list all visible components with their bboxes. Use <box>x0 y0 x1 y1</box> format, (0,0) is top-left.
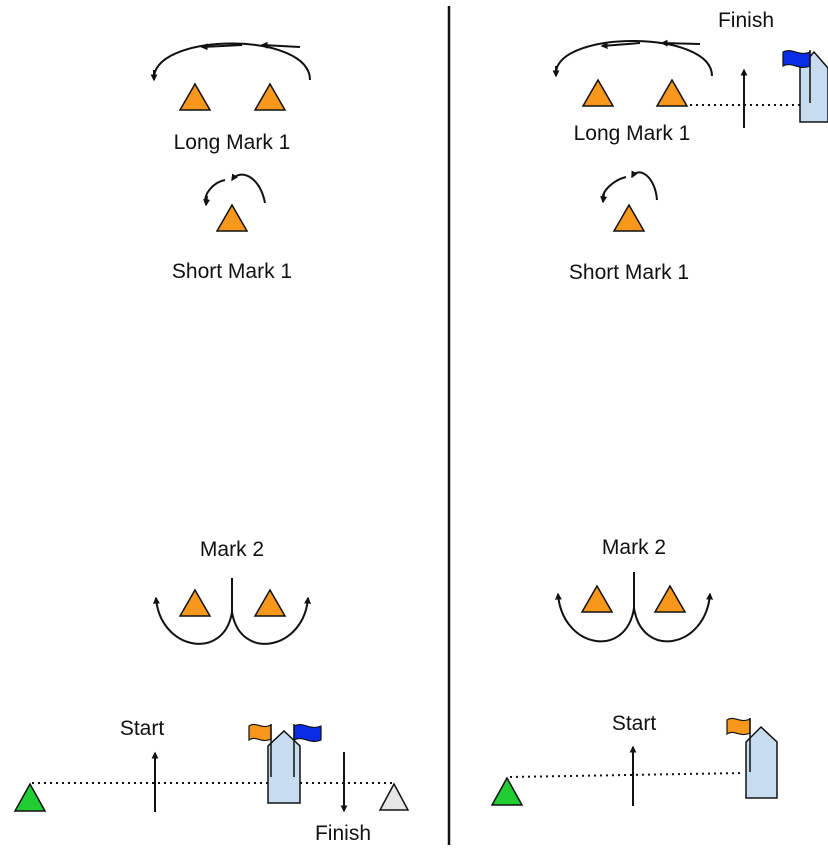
committee-boat-right <box>782 49 828 123</box>
short-mark-1-right-arc <box>231 173 266 204</box>
start-label-right: Start <box>612 712 657 735</box>
mark-2-right-rounding-right <box>633 592 714 643</box>
committee-boat-start-right <box>726 717 778 799</box>
orange-flag-icon <box>248 723 272 742</box>
committee-boat-hull <box>267 729 301 804</box>
long-mark-1-mid-arrow-right <box>660 39 701 47</box>
finish-label: Finish <box>315 822 371 845</box>
right-course: Finish Long Mark 1 Short Mark 1 Mark 2 <box>490 9 828 806</box>
blue-flag-icon-right <box>782 49 811 69</box>
long-mark-1-left-buoy-right <box>581 78 615 107</box>
long-mark-1-left-buoy <box>178 82 212 111</box>
long-mark-1-mid-arrow <box>260 41 301 49</box>
short-mark-1-arrowhead <box>203 195 211 207</box>
start-line-right <box>509 772 745 778</box>
short-mark-1-label: Short Mark 1 <box>172 260 292 283</box>
long-mark-1-right-buoy-right <box>655 78 689 107</box>
long-mark-1-mid-arrow-right <box>600 42 641 50</box>
mark-2-left-rounding <box>152 596 233 645</box>
left-course: Long Mark 1 Short Mark 1 Mark 2 Start Fi… <box>13 41 410 845</box>
mark-2-left-buoy <box>178 588 212 617</box>
mark-2-label: Mark 2 <box>200 538 264 561</box>
mark-2-left-buoy-right <box>580 584 614 613</box>
committee-boat-start-hull-right <box>745 725 778 799</box>
short-mark-1-left-arc-right <box>601 176 627 201</box>
finish-pin-buoy <box>378 782 410 811</box>
finish-label-right: Finish <box>718 9 774 32</box>
committee-boat <box>248 723 322 804</box>
orange-flag-icon-right <box>726 717 751 736</box>
mark-2-right-buoy-right <box>653 584 687 613</box>
mark-2-label-right: Mark 2 <box>602 536 666 559</box>
long-mark-1-rounding-path <box>153 42 311 81</box>
long-mark-1-label: Long Mark 1 <box>174 131 291 154</box>
mark-2-right-buoy <box>253 588 287 617</box>
short-mark-1-label-right: Short Mark 1 <box>569 261 689 284</box>
start-label: Start <box>120 717 165 740</box>
mark-2-left-rounding-right <box>554 592 635 643</box>
short-mark-1-arrowhead-right <box>600 192 608 204</box>
mark-2-right-rounding <box>231 596 312 645</box>
short-mark-1-buoy <box>215 203 249 232</box>
long-mark-1-mid-arrow <box>200 43 243 51</box>
committee-boat-hull-right <box>799 50 828 123</box>
long-mark-1-label-right: Long Mark 1 <box>574 122 691 145</box>
start-pin-buoy-right <box>490 776 524 806</box>
start-pin-buoy <box>13 782 47 812</box>
long-mark-1-right-buoy <box>253 82 287 111</box>
long-mark-1-rounding-path-right <box>555 40 713 77</box>
short-mark-1-buoy-right <box>612 203 646 232</box>
short-mark-1-left-arc <box>204 179 226 204</box>
blue-flag-icon <box>293 723 322 743</box>
short-mark-1-right-arc-right <box>631 170 658 201</box>
